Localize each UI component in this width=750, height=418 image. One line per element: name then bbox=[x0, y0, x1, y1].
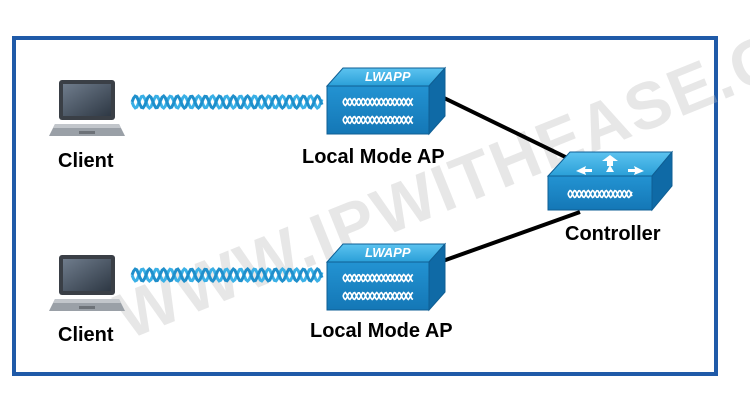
wired-link-top bbox=[439, 94, 589, 170]
device-wave-glyph bbox=[342, 115, 414, 125]
controller-icon bbox=[546, 150, 674, 212]
wireless-link-top bbox=[130, 93, 324, 111]
access-point-icon: LWAPP bbox=[325, 242, 447, 312]
ap-badge-top: LWAPP bbox=[365, 69, 411, 84]
wired-link-bottom bbox=[439, 210, 581, 264]
wireless-wave-strand bbox=[130, 266, 324, 284]
wireless-wave-strand bbox=[130, 266, 324, 284]
device-wave-glyph bbox=[567, 189, 633, 199]
access-point-icon: LWAPP bbox=[325, 66, 447, 136]
device-wave-glyph bbox=[342, 97, 414, 107]
controller-label: Controller bbox=[565, 223, 661, 245]
laptop-icon bbox=[49, 80, 125, 136]
device-wave-glyph bbox=[342, 291, 414, 301]
wireless-wave-strand bbox=[130, 93, 324, 111]
ap-label-bottom: Local Mode AP bbox=[310, 320, 453, 342]
ap-label-top: Local Mode AP bbox=[302, 146, 445, 168]
client-label-top: Client bbox=[58, 150, 114, 172]
ap-badge-bottom: LWAPP bbox=[365, 245, 411, 260]
laptop-icon bbox=[49, 255, 125, 311]
wireless-link-bottom bbox=[130, 266, 324, 284]
wireless-wave-strand bbox=[130, 93, 324, 111]
device-wave-glyph bbox=[567, 189, 633, 199]
client-label-bottom: Client bbox=[58, 324, 114, 346]
device-wave-glyph bbox=[342, 273, 414, 283]
